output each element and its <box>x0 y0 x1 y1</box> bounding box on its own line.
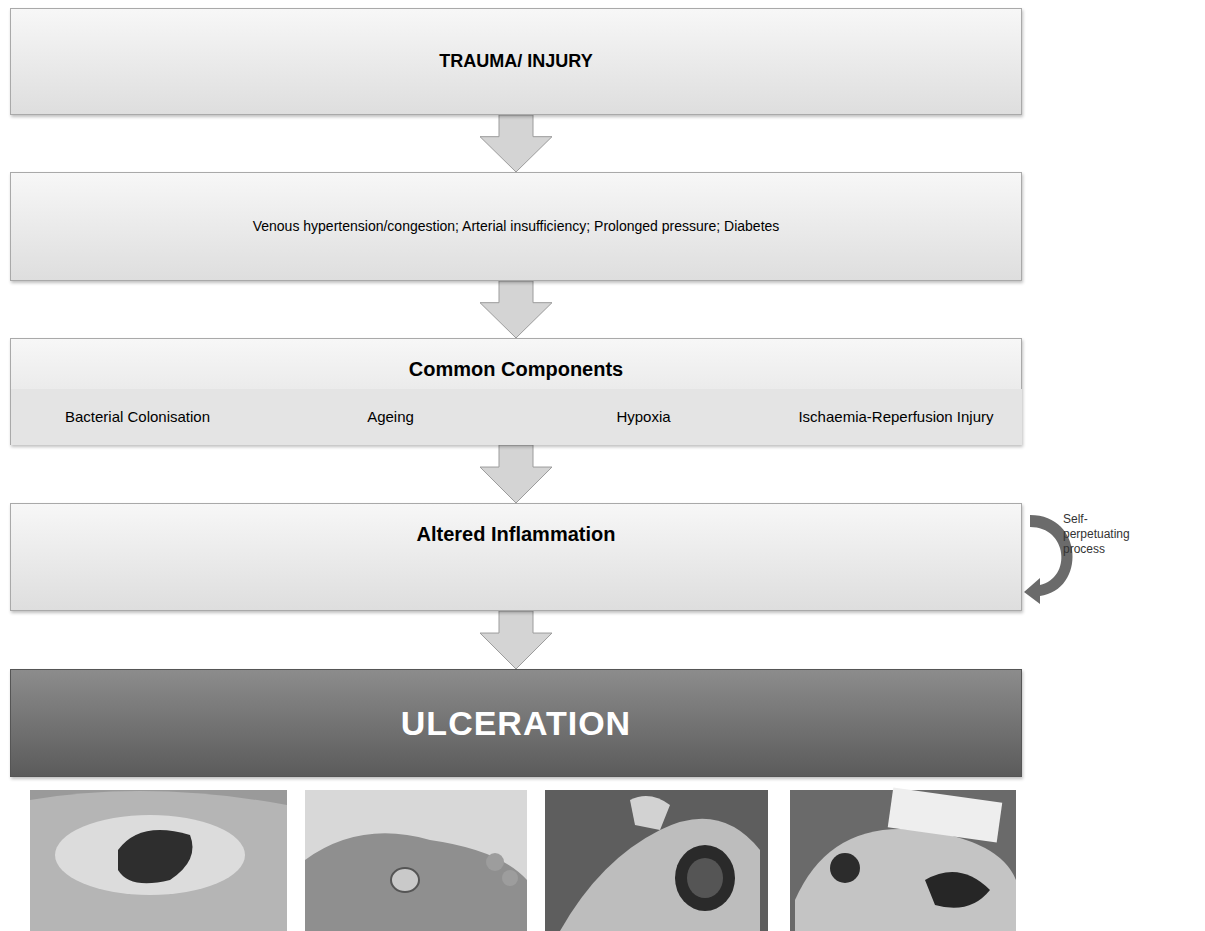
wound-photo <box>305 790 527 931</box>
block-arrow <box>480 611 552 669</box>
node-text: Common Components <box>409 357 623 381</box>
block-arrow <box>480 281 552 338</box>
component-cell: Ageing <box>264 389 517 445</box>
block-arrow <box>480 115 552 172</box>
wound-photo <box>545 790 768 931</box>
block-arrow <box>480 445 552 503</box>
stage-band: Altered Inflammation <box>10 503 1022 611</box>
node-text: Ageing <box>367 408 414 426</box>
component-cell: Hypoxia <box>517 389 770 445</box>
stage-band: Common ComponentsBacterial Colonisation A… <box>10 338 1022 445</box>
node-text: TRAUMA/ INJURY <box>439 51 592 73</box>
stage-band: Venous hypertension/congestion; Arterial… <box>10 172 1022 281</box>
wound-photo <box>790 788 1016 931</box>
node-text: Hypoxia <box>616 408 670 426</box>
node-text: Bacterial Colonisation <box>65 408 210 426</box>
node-text: Ischaemia-Reperfusion Injury <box>798 408 993 426</box>
note-label: Self-perpetuating process <box>1063 512 1143 557</box>
wound-photo <box>30 790 287 931</box>
node-text: ULCERATION <box>401 703 631 744</box>
node-text: Venous hypertension/congestion; Arterial… <box>253 218 780 235</box>
outcome-band: ULCERATION <box>10 669 1022 777</box>
component-cell: Ischaemia-Reperfusion Injury <box>770 389 1022 445</box>
node-text: Altered Inflammation <box>417 522 616 546</box>
component-cell: Bacterial Colonisation <box>11 389 264 445</box>
stage-band: TRAUMA/ INJURY <box>10 8 1022 115</box>
